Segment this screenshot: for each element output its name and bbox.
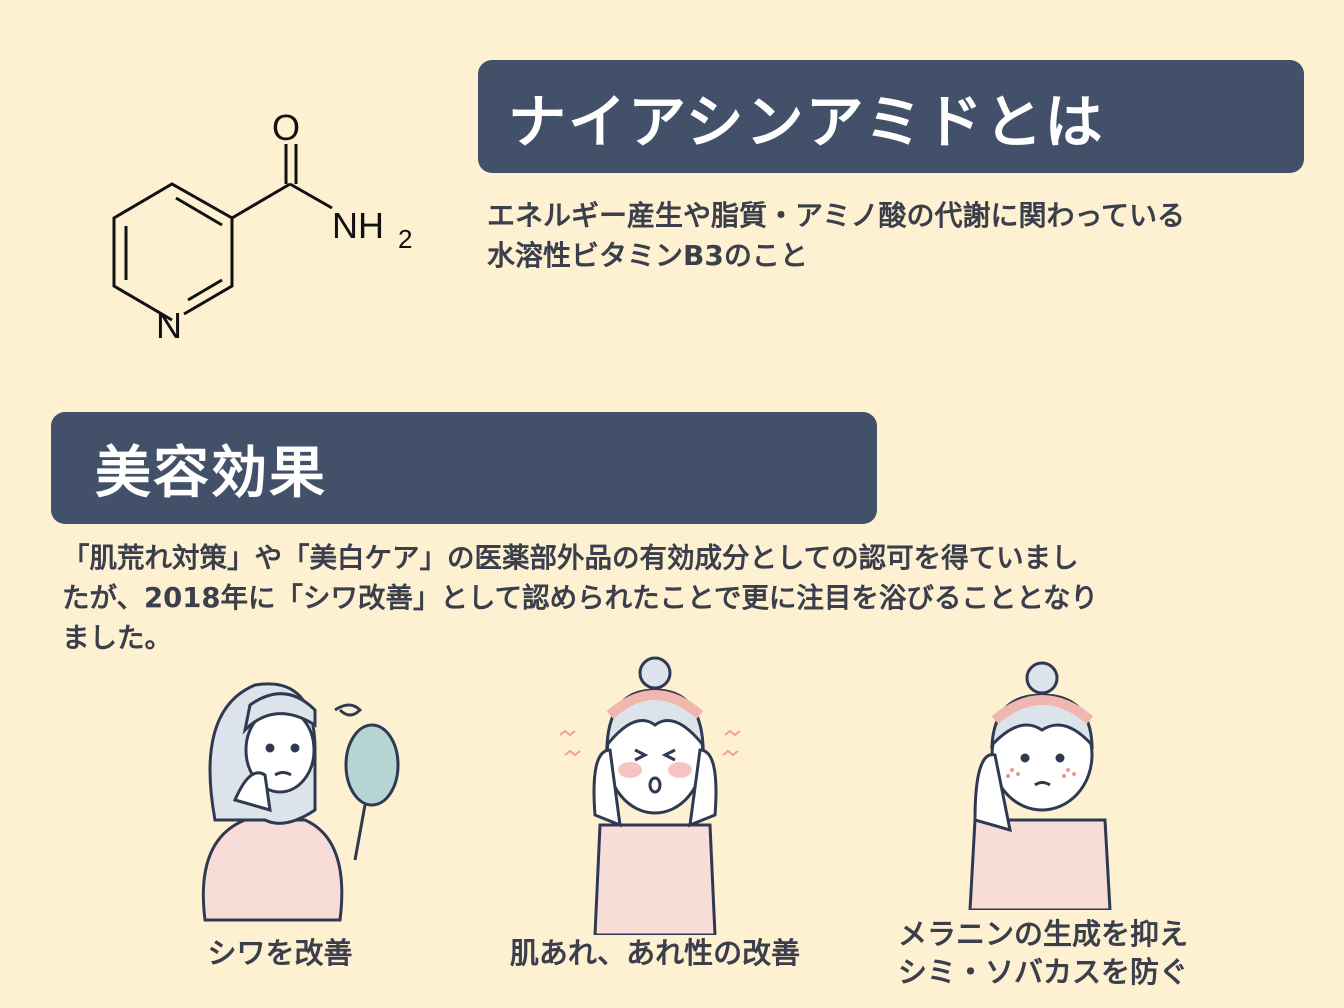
atom-n: N: [156, 305, 182, 346]
effect-caption-melanin: メラニンの生成を抑え シミ・ソバカスを防ぐ: [880, 915, 1248, 991]
woman-rough-skin-illustration: [559, 656, 741, 935]
niacinamide-structure: O N NH 2: [112, 107, 412, 346]
atom-nh: NH: [332, 205, 384, 246]
header-title: ナイアシンアミドとは: [508, 87, 1105, 156]
atom-subscript: 2: [398, 224, 412, 254]
definition-line: エネルギー産生や脂質・アミノ酸の代謝に関わっている: [487, 199, 1186, 232]
effect-caption-wrinkles: シワを改善: [170, 934, 390, 972]
woman-spots-illustration: [968, 661, 1112, 910]
paragraph-line: たが、2018年に「シワ改善」として認められたことで更に注目を浴びることとなり: [62, 582, 1099, 614]
section-banner: 美容効果: [51, 412, 877, 524]
definition-text: エネルギー産生や脂質・アミノ酸の代謝に関わっている 水溶性ビタミンB3のこと: [487, 196, 1185, 276]
effect-caption-rough-skin: 肌あれ、あれ性の改善: [480, 934, 830, 972]
definition-line: 水溶性ビタミンB3のこと: [487, 239, 808, 272]
section-title: 美容効果: [95, 440, 327, 506]
header-banner: ナイアシンアミドとは: [478, 60, 1304, 173]
atom-o: O: [272, 107, 300, 148]
paragraph-line: ました。: [62, 622, 172, 654]
caption-line: シワを改善: [207, 936, 353, 970]
caption-line: 肌あれ、あれ性の改善: [509, 936, 801, 970]
woman-mirror-illustration: [201, 682, 400, 922]
caption-line: メラニンの生成を抑え: [898, 917, 1189, 951]
caption-line: シミ・ソバカスを防ぐ: [898, 955, 1189, 989]
effects-paragraph: 「肌荒れ対策」や「美白ケア」の医薬部外品の有効成分としての認可を得ていまし たが…: [62, 538, 1098, 658]
paragraph-line: 「肌荒れ対策」や「美白ケア」の医薬部外品の有効成分としての認可を得ていまし: [62, 542, 1079, 574]
